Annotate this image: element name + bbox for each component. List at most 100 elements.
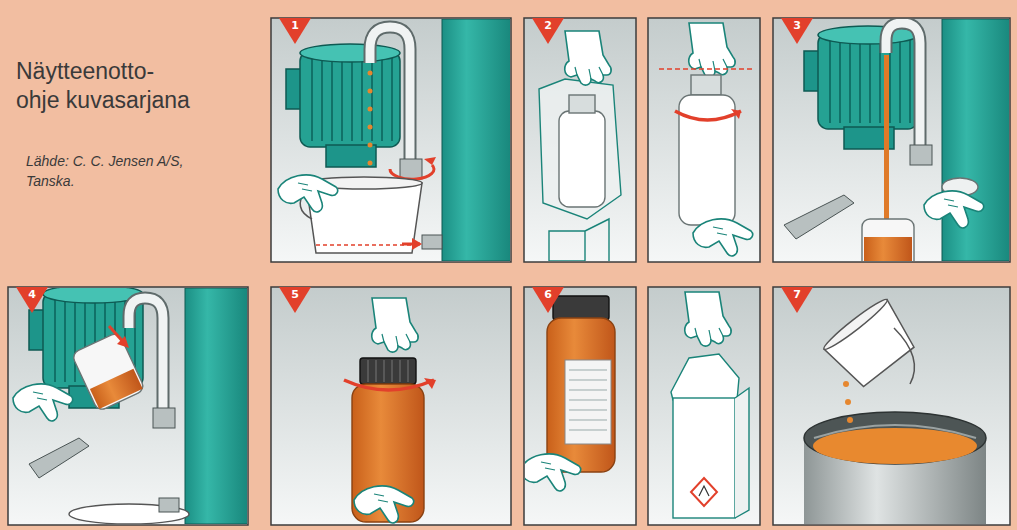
step-markers [16, 18, 813, 313]
step-number: 3 [787, 20, 807, 32]
panel-drain-to-bucket [278, 19, 512, 261]
panel-rinse-bottle [13, 285, 249, 524]
panel-label-bottle-part-part [569, 420, 607, 421]
panel-drain-to-bucket-part [316, 244, 412, 246]
panel-pack-bottle-part [685, 292, 731, 346]
panel-fill-bottle-part [886, 23, 920, 155]
panel-fill-bottle-part [924, 191, 984, 228]
step-number: 4 [22, 289, 42, 301]
step-number: 6 [538, 289, 558, 301]
panel-frames [8, 18, 1010, 525]
panel-label-bottle-part-part [569, 380, 607, 381]
panel-rinse-bottle-part [129, 298, 163, 418]
panel-drain-to-bucket-part-part [368, 107, 373, 112]
panel-label-bottle-part-part [569, 390, 607, 391]
panel-rinse-bottle-part-part [71, 332, 145, 412]
panel-frames-part [648, 287, 760, 525]
panel-empty-bucket-part-part [847, 417, 853, 423]
panel-rinse-bottle-part-part [90, 369, 143, 409]
panel-frames-part [524, 287, 636, 525]
panel-rinse-bottle-part [153, 408, 175, 428]
panel-drain-to-bucket-part [390, 165, 434, 179]
panel-fill-bottle-part [910, 145, 932, 165]
panel-close-bottle-part [372, 298, 418, 352]
panel-empty-bucket-part-part [843, 381, 849, 387]
panel-drain-to-bucket-part [422, 235, 442, 249]
panel-label-bottle-part [553, 296, 609, 320]
panel-pack-bottle-part [673, 398, 735, 518]
panel-open-bottle-part [679, 95, 735, 225]
panel-drain-to-bucket-part [424, 157, 436, 165]
panel-drain-to-bucket-part [370, 27, 410, 169]
step-markers-part [16, 287, 48, 313]
panel-drain-to-bucket-part [412, 238, 422, 250]
panel-open-bottle-part [691, 75, 721, 95]
panel-open-bottle-part [659, 68, 753, 70]
panel-label-bottle [521, 296, 615, 491]
panel-fill-bottle-part [804, 26, 918, 149]
panel-close-bottle [344, 298, 436, 523]
panel-rinse-bottle-part [29, 438, 89, 478]
panel-fill-bottle-part [886, 23, 920, 155]
panel-close-bottle-part-part [384, 360, 385, 382]
panel-drain-to-bucket-part [370, 27, 410, 169]
panel-empty-bucket [804, 296, 986, 528]
panel-drain-to-bucket-part [400, 159, 422, 179]
panel-label-bottle-part-part [569, 410, 607, 411]
panel-fill-bottle-part [864, 237, 912, 267]
panel-label-bottle-part [547, 318, 615, 472]
panel-close-bottle-part-part [368, 360, 369, 382]
panel-rinse-bottle-part [185, 288, 249, 524]
step-number: 1 [285, 20, 305, 32]
panel-label-bottle-part [521, 454, 581, 491]
step-markers-part [532, 287, 564, 313]
panel-open-bottle-part [731, 109, 741, 119]
panel-drain-to-bucket-part-part [368, 89, 373, 94]
panel-fill-bottle [784, 19, 1012, 269]
panel-close-bottle-part [344, 380, 434, 390]
panel-pack-bottle-part [671, 354, 739, 400]
step-markers-part [532, 18, 564, 44]
panel-rinse-bottle-part [117, 336, 129, 348]
panel-close-bottle-part-part [392, 360, 393, 382]
panel-frames-part [271, 287, 511, 525]
panel-open-bottle [659, 23, 753, 256]
panel-fill-bottle-part [862, 219, 914, 269]
panel-drain-to-bucket-part [278, 175, 338, 212]
step-number: 5 [285, 289, 305, 301]
panel-rinse-bottle-part [129, 298, 163, 418]
panel-drain-to-bucket-part-part [368, 143, 373, 148]
source-caption: Lähde: C. C. Jensen A/S, Tanska. [26, 151, 216, 191]
panel-bottle-in-bag-part [549, 219, 609, 261]
panel-close-bottle-part [360, 358, 416, 384]
panel-empty-bucket-part [843, 381, 853, 423]
panel-drain-to-bucket-part [368, 71, 373, 166]
step-markers-part [781, 287, 813, 313]
panel-bottle-in-bag-part [539, 79, 621, 219]
panel-fill-bottle-part [784, 195, 854, 239]
panel-bottle-in-bag [539, 31, 621, 261]
panel-close-bottle-part [354, 486, 414, 523]
panel-label-bottle-part-part [569, 370, 607, 371]
panel-pack-bottle [671, 292, 749, 518]
panel-label-bottle-part-part [569, 430, 607, 431]
panel-drain-to-bucket-part-part [368, 71, 373, 76]
panel-empty-bucket-part-part [821, 296, 890, 353]
panel-empty-bucket-part [813, 428, 977, 464]
step-markers-part [781, 18, 813, 44]
panel-frames-part [648, 18, 760, 262]
panel-bottle-in-bag-part [565, 31, 611, 85]
panel-empty-bucket-part [804, 412, 986, 464]
panel-rinse-bottle-part [13, 384, 73, 421]
panel-close-bottle-part-part [408, 360, 409, 382]
panel-frames-part [271, 18, 511, 262]
panel-label-bottle-part [569, 370, 607, 430]
panel-drain-to-bucket-part-part [368, 125, 373, 130]
panel-empty-bucket-part-part [845, 399, 851, 405]
step-number: 7 [787, 289, 807, 301]
panel-close-bottle-part-part [376, 360, 377, 382]
step-markers-part [279, 18, 311, 44]
panel-drain-to-bucket-part-part [368, 161, 373, 166]
panel-pack-bottle-part [691, 478, 717, 506]
